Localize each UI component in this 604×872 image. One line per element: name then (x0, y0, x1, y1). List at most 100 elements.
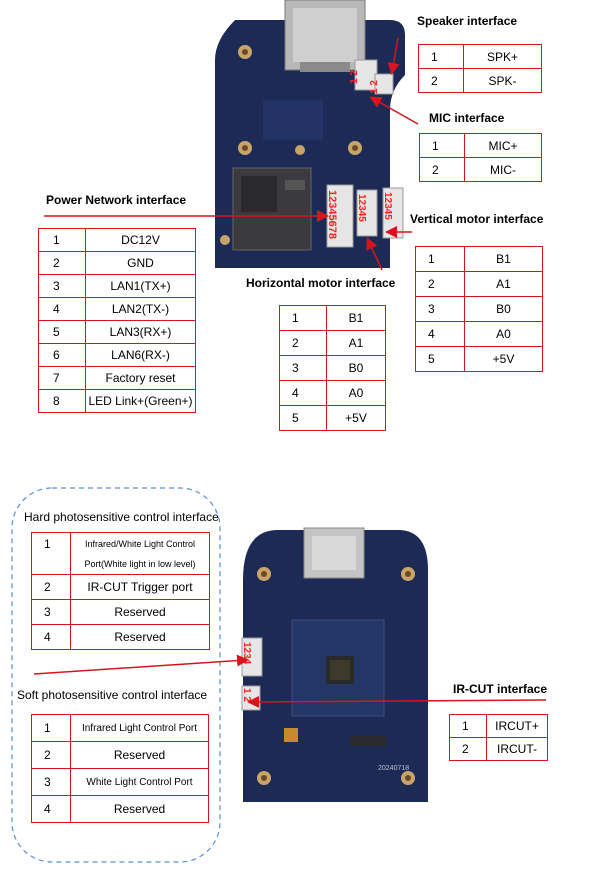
pin-function: SPK+ (463, 44, 542, 69)
pin-function: IRCUT- (486, 737, 548, 761)
pin-number: 1 (419, 133, 465, 158)
pin-function: A1 (326, 330, 386, 356)
pin-function: Reserved (70, 624, 210, 650)
photosensitive-group-outline (11, 487, 221, 863)
pin-function: LAN3(RX+) (85, 320, 196, 344)
ircut-interface-title: IR-CUT interface (453, 682, 548, 696)
pin-function: IR-CUT Trigger port (70, 574, 210, 600)
pin-number: 4 (415, 321, 465, 347)
pin-function: B1 (464, 246, 543, 272)
pin-number: 2 (38, 251, 86, 275)
pin-function: GND (85, 251, 196, 275)
power-connector-label: 12345678 (326, 190, 338, 239)
pin-function: +5V (464, 346, 543, 372)
hard-photosensitive-title: Hard photosensitive control interface (24, 510, 219, 524)
pin-number: 3 (279, 355, 327, 381)
pin-number: 5 (279, 405, 327, 431)
pin-number: 3 (31, 599, 71, 625)
board-date-stamp: 20240718 (378, 765, 409, 772)
pin-number: 1 (38, 228, 86, 252)
pin-function: Factory reset (85, 366, 196, 390)
pin-number: 1 (31, 714, 71, 742)
pin-number: 2 (449, 737, 487, 761)
pin-number: 2 (419, 157, 465, 182)
speaker-interface-title: Speaker interface (417, 14, 518, 28)
mic-interface-title: MIC interface (429, 111, 505, 125)
pin-function: Infrared/White Light Control Port(White … (70, 532, 210, 575)
pin-function: B0 (326, 355, 386, 381)
horizontal-motor-interface-title: Horizontal motor interface (246, 276, 396, 290)
pin-function: Infrared Light Control Port (70, 714, 209, 742)
pin-function: MIC+ (464, 133, 542, 158)
pin-number: 3 (38, 274, 86, 298)
pin-function: White Light Control Port (70, 768, 209, 796)
pin-number: 2 (31, 741, 71, 769)
pin-function: B1 (326, 305, 386, 331)
ircut-connector-label: 1 2 (241, 688, 252, 702)
pin-number: 6 (38, 343, 86, 367)
pin-number: 7 (38, 366, 86, 390)
pin-number: 4 (31, 795, 71, 823)
pin-function: Reserved (70, 741, 209, 769)
pin-number: 5 (415, 346, 465, 372)
pin-function: A1 (464, 271, 543, 297)
bottom-pcb-board: 1234 1 2 20240718 (241, 527, 428, 802)
table-row: 5+5V (279, 405, 386, 431)
pin-number: 5 (38, 320, 86, 344)
pin-number: 1 (418, 44, 464, 69)
pin-function: +5V (326, 405, 386, 431)
hard-photosensitive-pin-table: 1 Infrared/White Light Control Port(Whit… (31, 532, 210, 650)
pin-function: B0 (464, 296, 543, 322)
spk-connector-label: 1 2 (369, 80, 380, 94)
photo-connector-label: 1234 (241, 642, 252, 665)
table-row: 5+5V (415, 346, 543, 372)
hmotor-connector-label: 12345 (356, 194, 367, 222)
pin-function: LED Link+(Green+) (85, 389, 196, 413)
pin-number: 3 (31, 768, 71, 796)
table-row: 1 Infrared/White Light Control Port(Whit… (31, 532, 210, 575)
vmotor-connector-label: 12345 (382, 192, 393, 220)
pin-number: 8 (38, 389, 86, 413)
pin-function-line2: Port(White light in low level) (84, 558, 196, 569)
pin-number: 1 (279, 305, 327, 331)
top-arrows (44, 37, 419, 271)
pin-function: Reserved (70, 599, 210, 625)
pin-function-line1: Infrared/White Light Control (84, 538, 196, 549)
pin-number: 2 (418, 68, 464, 93)
pin-function: DC12V (85, 228, 196, 252)
pin-number: 4 (279, 380, 327, 406)
pin-number: 2 (279, 330, 327, 356)
pin-function: LAN6(RX-) (85, 343, 196, 367)
pin-number: 3 (415, 296, 465, 322)
pin-function: LAN1(TX+) (85, 274, 196, 298)
